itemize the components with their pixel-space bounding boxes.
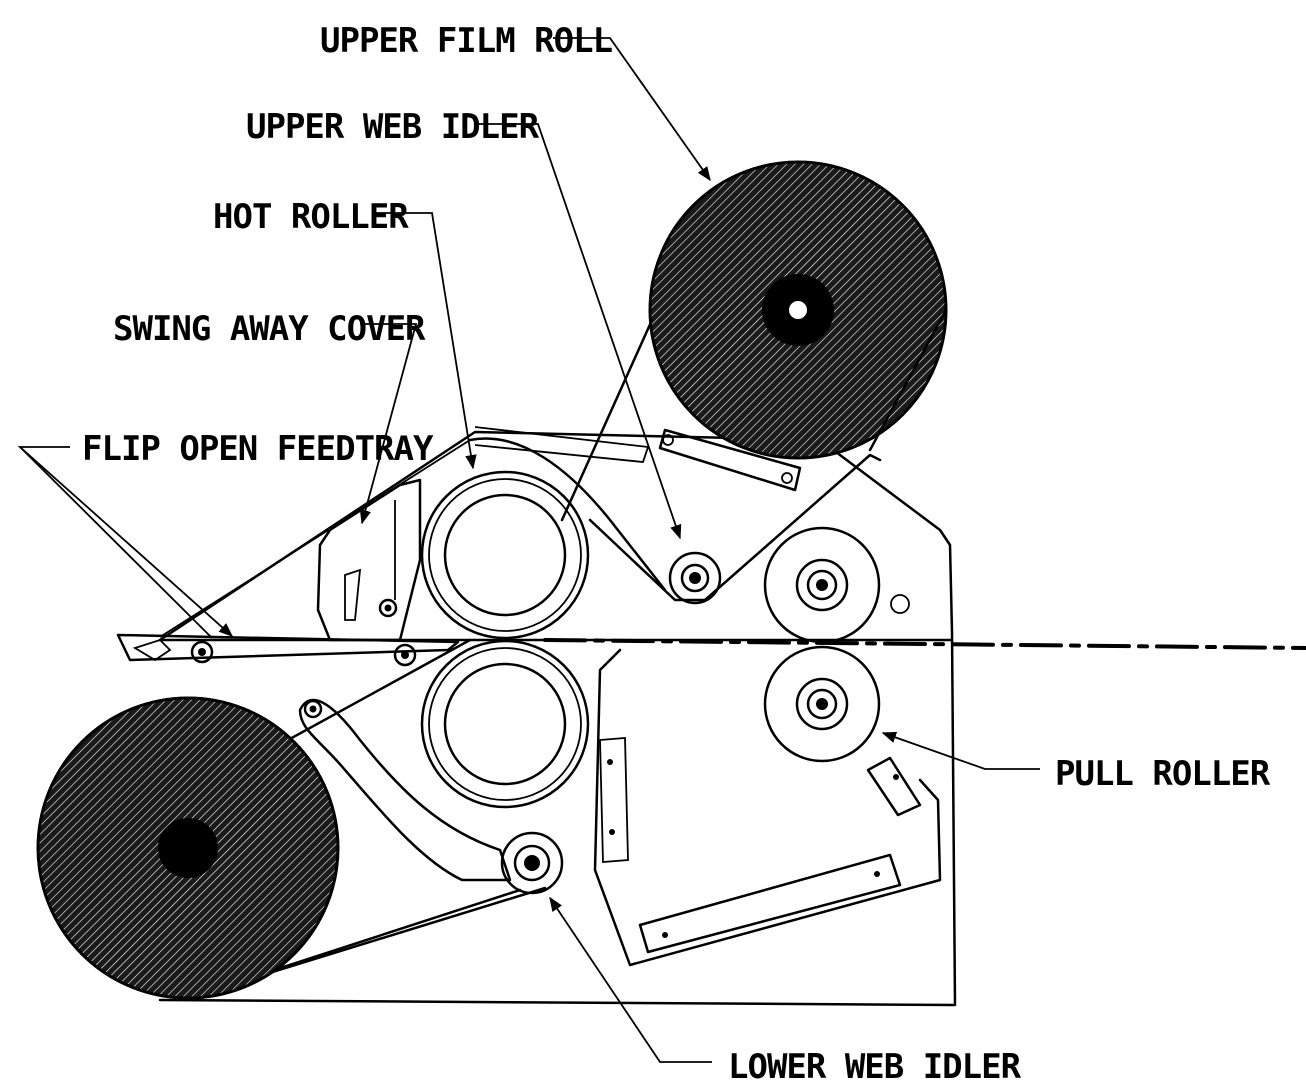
lower-frame-internals: [593, 648, 942, 967]
label-upper-film-roll: UPPER FILM ROLL: [320, 21, 613, 61]
lower-web-idler: [500, 831, 564, 895]
pull-roller-upper: [763, 526, 910, 644]
hot-roller-lower: [420, 639, 590, 809]
pull-roller-lower: [763, 645, 922, 817]
upper-film-roll: [648, 160, 948, 492]
label-lower-web-idler: LOWER WEB IDLER: [728, 1047, 1022, 1087]
lower-film-roll: [36, 696, 340, 1000]
label-upper-web-idler: UPPER WEB IDLER: [246, 107, 540, 147]
exit-path: [543, 638, 1306, 650]
label-pull-roller: PULL ROLLER: [1055, 754, 1271, 794]
swing-away-cover: [316, 478, 422, 642]
flip-open-feedtray: [116, 633, 460, 667]
upper-web-idler: [668, 551, 722, 605]
label-hot-roller: HOT ROLLER: [213, 197, 409, 237]
labels: UPPER FILM ROLL UPPER WEB IDLER HOT ROLL…: [82, 21, 1272, 1087]
label-flip-open-feedtray: FLIP OPEN FEEDTRAY: [82, 429, 434, 469]
hot-roller-upper: [420, 470, 590, 640]
swing-arm: [298, 698, 512, 882]
leader-lines: [17, 37, 1040, 1063]
label-swing-away-cover: SWING AWAY COVER: [113, 309, 426, 349]
